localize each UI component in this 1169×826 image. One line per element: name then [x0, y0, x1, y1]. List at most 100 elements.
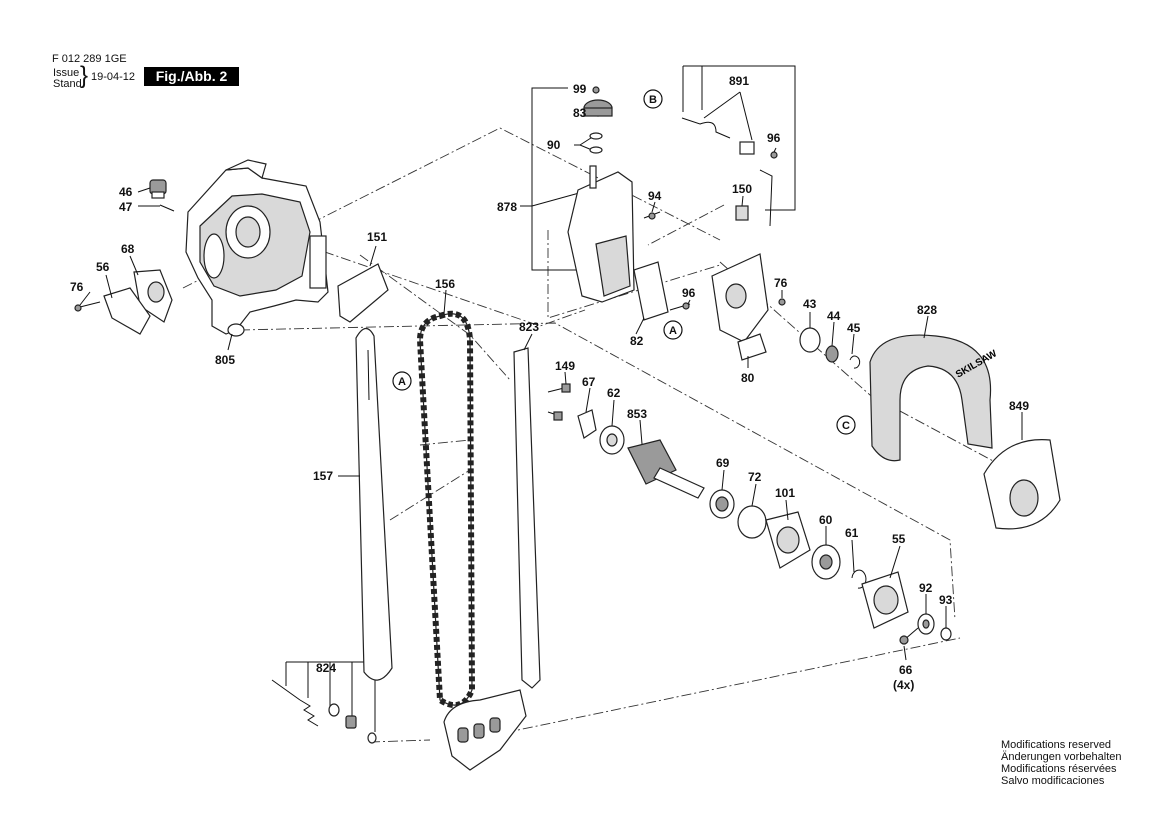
- clip-67: [577, 409, 597, 439]
- plate-82: [633, 261, 669, 321]
- screw-96a: [770, 151, 778, 159]
- modifications-en: Modifications reserved: [1001, 739, 1112, 751]
- ref-circle-a-bar: A: [392, 371, 412, 391]
- bearing-60: [811, 544, 841, 580]
- ring-93: [940, 627, 952, 641]
- front-housing-878: [567, 165, 635, 303]
- callout-leaders: [79, 147, 1023, 661]
- bracket-leaders: [285, 65, 796, 732]
- label-55: 55: [892, 532, 906, 546]
- label-69: 69: [716, 456, 730, 470]
- modifications-es: Salvo modificaciones: [1001, 775, 1105, 787]
- document-number: F 012 289 1GE: [52, 53, 127, 65]
- label-96a: 96: [767, 131, 781, 145]
- stand-label: Stand: [53, 78, 82, 90]
- label-824: 824: [316, 661, 336, 675]
- svg-text:C: C: [842, 420, 850, 432]
- modifications-fr: Modifications réservées: [1001, 763, 1117, 775]
- screw-96b: [669, 302, 691, 311]
- label-805: 805: [215, 353, 235, 367]
- issue-label: Issue: [53, 67, 80, 79]
- modifications-notice: Modifications reserved Änderungen vorbeh…: [1001, 739, 1121, 787]
- tension-kit-824: [271, 679, 377, 744]
- screw-94: [643, 211, 661, 220]
- label-96b: 96: [682, 286, 696, 300]
- cover-plate-56: [103, 287, 151, 335]
- label-853: 853: [627, 407, 647, 421]
- label-66: 66: [899, 663, 913, 677]
- bearing-flange-101: [765, 511, 811, 569]
- label-56: 56: [96, 260, 110, 274]
- washers-90: [589, 132, 603, 154]
- sprocket-cover-80: [711, 253, 769, 361]
- label-151: 151: [367, 230, 387, 244]
- label-93: 93: [939, 593, 953, 607]
- label-66-qty: (4x): [893, 678, 914, 692]
- label-849: 849: [1009, 399, 1029, 413]
- label-76a: 76: [774, 276, 788, 290]
- oil-tank-68: [133, 269, 173, 323]
- modifications-de: Änderungen vorbehalten: [1001, 751, 1122, 763]
- label-150: 150: [732, 182, 752, 196]
- label-94: 94: [648, 189, 662, 203]
- label-67: 67: [582, 375, 596, 389]
- screws-149: [547, 383, 571, 421]
- screw-76a: [778, 298, 786, 306]
- part-labels: 99 83 90 878 94 891 96 150 96 82 76 43 4…: [70, 74, 1029, 692]
- label-828: 828: [917, 303, 937, 317]
- figure-label: Fig./Abb. 2: [144, 67, 239, 86]
- oil-cap-46: [149, 179, 167, 199]
- label-45: 45: [847, 321, 861, 335]
- label-60: 60: [819, 513, 833, 527]
- screw-99: [592, 86, 600, 94]
- label-891: 891: [729, 74, 749, 88]
- bearing-62: [599, 425, 625, 455]
- washer-92: [917, 613, 935, 635]
- gasket-151: [337, 263, 389, 323]
- label-90: 90: [547, 138, 561, 152]
- label-823: 823: [519, 320, 539, 334]
- upper-guard-828: [869, 334, 993, 462]
- label-99: 99: [573, 82, 587, 96]
- label-72: 72: [748, 470, 762, 484]
- svg-text:A: A: [398, 376, 406, 388]
- label-878: 878: [497, 200, 517, 214]
- lower-guard-849: [983, 439, 1061, 530]
- gear-housing-805: [185, 159, 329, 337]
- label-68: 68: [121, 242, 135, 256]
- seal-47: [159, 204, 175, 212]
- circlip-61: [851, 569, 867, 589]
- bar-plate-823: [443, 347, 541, 771]
- ref-circle-b: B: [643, 89, 663, 109]
- brace-glyph: }: [80, 62, 89, 89]
- saw-chain-156: [416, 310, 476, 709]
- label-80: 80: [741, 371, 755, 385]
- label-44: 44: [827, 309, 841, 323]
- label-61: 61: [845, 526, 859, 540]
- label-76b: 76: [70, 280, 84, 294]
- clip-45: [849, 355, 861, 369]
- label-46: 46: [119, 185, 133, 199]
- armature-853: [627, 439, 705, 499]
- svg-text:A: A: [669, 325, 677, 337]
- label-157: 157: [313, 469, 333, 483]
- label-82: 82: [630, 334, 644, 348]
- label-149: 149: [555, 359, 575, 373]
- sprocket-43: [799, 327, 821, 353]
- label-101: 101: [775, 486, 795, 500]
- ref-circle-a-plate: A: [663, 320, 683, 340]
- ref-circle-c: C: [836, 415, 856, 435]
- screws-66: [899, 627, 919, 645]
- svg-text:B: B: [649, 94, 657, 106]
- label-92: 92: [919, 581, 933, 595]
- label-156: 156: [435, 277, 455, 291]
- seal-69: [709, 489, 735, 519]
- label-62: 62: [607, 386, 621, 400]
- switch-linkage-891: [681, 117, 773, 227]
- guide-bar-157: [355, 327, 393, 681]
- label-43: 43: [803, 297, 817, 311]
- end-flange-55: [861, 571, 909, 629]
- issue-date: 19-04-12: [91, 71, 136, 83]
- spring-150: [735, 205, 749, 221]
